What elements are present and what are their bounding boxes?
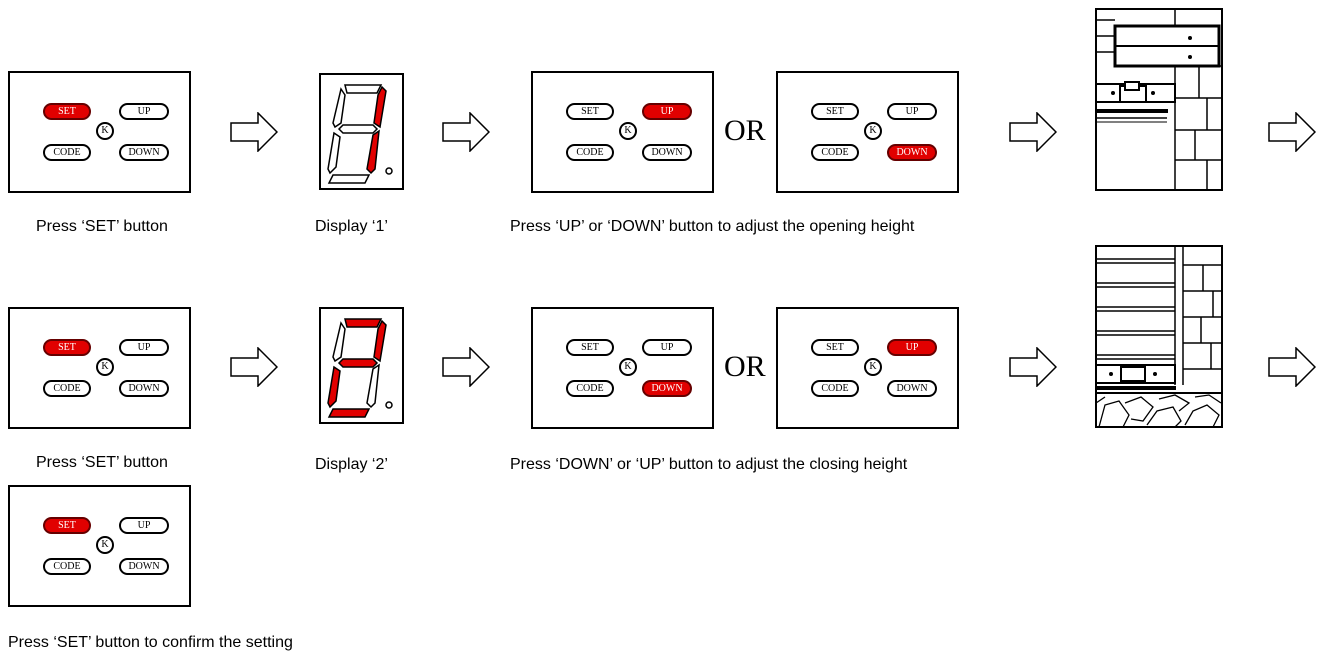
set-button[interactable]: SET bbox=[566, 103, 614, 120]
up-button[interactable]: UP bbox=[642, 339, 692, 356]
set-button[interactable]: SET bbox=[566, 339, 614, 356]
code-button[interactable]: CODE bbox=[566, 144, 614, 161]
down-button[interactable]: DOWN bbox=[887, 144, 937, 161]
caption-r3-1: Press ‘SET’ button to confirm the settin… bbox=[8, 634, 293, 651]
segment-b bbox=[373, 85, 387, 129]
keypad-panel-r1-up: SET UP K CODE DOWN bbox=[531, 71, 714, 193]
down-button[interactable]: DOWN bbox=[119, 144, 169, 161]
keypad-panel-r1-set: SET UP K CODE DOWN bbox=[8, 71, 191, 193]
door-closing-scene bbox=[1095, 245, 1223, 428]
caption-r2-2: Display ‘2’ bbox=[315, 456, 388, 473]
right-arrow-icon bbox=[442, 112, 490, 152]
segment-g bbox=[337, 124, 379, 134]
k-button[interactable]: K bbox=[864, 122, 882, 140]
segment-c bbox=[366, 129, 380, 175]
keypad: SET UP K CODE DOWN bbox=[43, 101, 173, 161]
door-opening-scene bbox=[1095, 8, 1223, 191]
keypad-panel-r1-down: SET UP K CODE DOWN bbox=[776, 71, 959, 193]
right-arrow-icon bbox=[230, 112, 278, 152]
code-button[interactable]: CODE bbox=[43, 380, 91, 397]
k-button[interactable]: K bbox=[619, 122, 637, 140]
down-button[interactable]: DOWN bbox=[642, 380, 692, 397]
segment-g bbox=[337, 358, 379, 368]
k-button[interactable]: K bbox=[96, 358, 114, 376]
segment-e bbox=[327, 365, 341, 409]
right-arrow-icon bbox=[1268, 347, 1316, 387]
segment-a bbox=[344, 84, 383, 94]
set-button[interactable]: SET bbox=[43, 103, 91, 120]
caption-r1-1: Press ‘SET’ button bbox=[36, 218, 168, 235]
seven-segment-display bbox=[327, 318, 393, 418]
display-panel-r2 bbox=[319, 307, 404, 424]
k-button[interactable]: K bbox=[96, 122, 114, 140]
k-button[interactable]: K bbox=[96, 536, 114, 554]
set-button[interactable]: SET bbox=[43, 339, 91, 356]
keypad-panel-r3-set: SET UP K CODE DOWN bbox=[8, 485, 191, 607]
down-button[interactable]: DOWN bbox=[119, 558, 169, 575]
or-label: OR bbox=[724, 114, 766, 147]
up-button[interactable]: UP bbox=[887, 339, 937, 356]
right-arrow-icon bbox=[1268, 112, 1316, 152]
code-button[interactable]: CODE bbox=[566, 380, 614, 397]
keypad: SET UP K CODE DOWN bbox=[566, 337, 696, 397]
right-arrow-icon bbox=[1009, 112, 1057, 152]
down-button[interactable]: DOWN bbox=[642, 144, 692, 161]
code-button[interactable]: CODE bbox=[43, 558, 91, 575]
seven-segment-display bbox=[327, 84, 393, 184]
segment-b bbox=[373, 319, 387, 363]
segment-d bbox=[327, 408, 371, 418]
display-panel-r1 bbox=[319, 73, 404, 190]
keypad: SET UP K CODE DOWN bbox=[43, 337, 173, 397]
code-button[interactable]: CODE bbox=[811, 144, 859, 161]
segment-d bbox=[327, 174, 371, 184]
keypad: SET UP K CODE DOWN bbox=[811, 101, 941, 161]
caption-r2-3: Press ‘DOWN’ or ‘UP’ button to adjust th… bbox=[510, 456, 908, 473]
k-button[interactable]: K bbox=[619, 358, 637, 376]
up-button[interactable]: UP bbox=[642, 103, 692, 120]
up-button[interactable]: UP bbox=[119, 103, 169, 120]
set-button[interactable]: SET bbox=[43, 517, 91, 534]
down-button[interactable]: DOWN bbox=[119, 380, 169, 397]
segment-f bbox=[332, 321, 346, 363]
keypad: SET UP K CODE DOWN bbox=[566, 101, 696, 161]
segment-a bbox=[344, 318, 383, 328]
or-label: OR bbox=[724, 350, 766, 383]
right-arrow-icon bbox=[1009, 347, 1057, 387]
caption-r2-1: Press ‘SET’ button bbox=[36, 454, 168, 471]
set-button[interactable]: SET bbox=[811, 103, 859, 120]
up-button[interactable]: UP bbox=[119, 339, 169, 356]
k-button[interactable]: K bbox=[864, 358, 882, 376]
keypad: SET UP K CODE DOWN bbox=[811, 337, 941, 397]
segment-f bbox=[332, 87, 346, 129]
keypad: SET UP K CODE DOWN bbox=[43, 515, 173, 575]
right-arrow-icon bbox=[442, 347, 490, 387]
keypad-panel-r2-set: SET UP K CODE DOWN bbox=[8, 307, 191, 429]
down-button[interactable]: DOWN bbox=[887, 380, 937, 397]
caption-r1-2: Display ‘1’ bbox=[315, 218, 388, 235]
up-button[interactable]: UP bbox=[119, 517, 169, 534]
set-button[interactable]: SET bbox=[811, 339, 859, 356]
right-arrow-icon bbox=[230, 347, 278, 387]
segment-c bbox=[366, 363, 380, 409]
keypad-panel-r2-up: SET UP K CODE DOWN bbox=[776, 307, 959, 429]
keypad-panel-r2-down: SET UP K CODE DOWN bbox=[531, 307, 714, 429]
code-button[interactable]: CODE bbox=[811, 380, 859, 397]
segment-e bbox=[327, 131, 341, 175]
caption-r1-3: Press ‘UP’ or ‘DOWN’ button to adjust th… bbox=[510, 218, 915, 235]
code-button[interactable]: CODE bbox=[43, 144, 91, 161]
up-button[interactable]: UP bbox=[887, 103, 937, 120]
